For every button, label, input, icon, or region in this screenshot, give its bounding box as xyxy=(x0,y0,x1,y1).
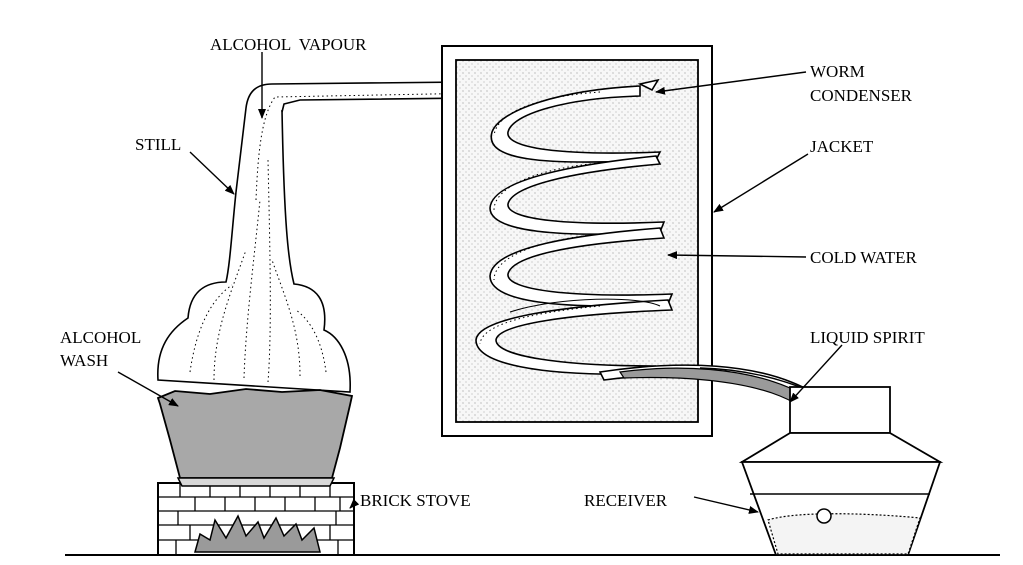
label-receiver: RECEIVER xyxy=(584,491,668,510)
arrow-still xyxy=(189,151,235,195)
arrow-receiver xyxy=(693,496,759,514)
fire-icon xyxy=(194,514,321,553)
label-alcohol-vapour: ALCOHOL VAPOUR xyxy=(210,35,367,54)
alcohol-wash xyxy=(156,388,354,479)
still xyxy=(156,109,354,487)
label-still: STILL xyxy=(135,135,181,154)
arrow-liquid-spirit xyxy=(789,344,843,403)
label-cold-water: COLD WATER xyxy=(810,248,918,267)
arrow-jacket xyxy=(713,153,809,213)
label-jacket: JACKET xyxy=(810,137,874,156)
worm-condenser xyxy=(475,78,674,376)
label-liquid-spirit: LIQUID SPIRIT xyxy=(810,328,925,347)
label-alcohol-wash-line1: ALCOHOL xyxy=(60,328,141,347)
label-worm-condenser-line2: CONDENSER xyxy=(810,86,913,105)
receiver xyxy=(738,386,944,556)
label-worm-condenser-line1: WORM xyxy=(810,62,865,81)
brick-stove xyxy=(157,482,355,556)
label-alcohol-wash-line2: WASH xyxy=(60,351,108,370)
arrow-alcohol-wash xyxy=(117,371,179,407)
label-brick-stove: BRICK STOVE xyxy=(360,491,471,510)
receiver-liquid xyxy=(767,513,921,555)
arrow-worm-condenser xyxy=(655,71,807,95)
arrow-cold-water xyxy=(667,251,807,260)
arrow-brick-stove xyxy=(349,498,360,509)
label-arrows xyxy=(117,52,843,514)
condenser-vapour-dots xyxy=(479,91,601,345)
